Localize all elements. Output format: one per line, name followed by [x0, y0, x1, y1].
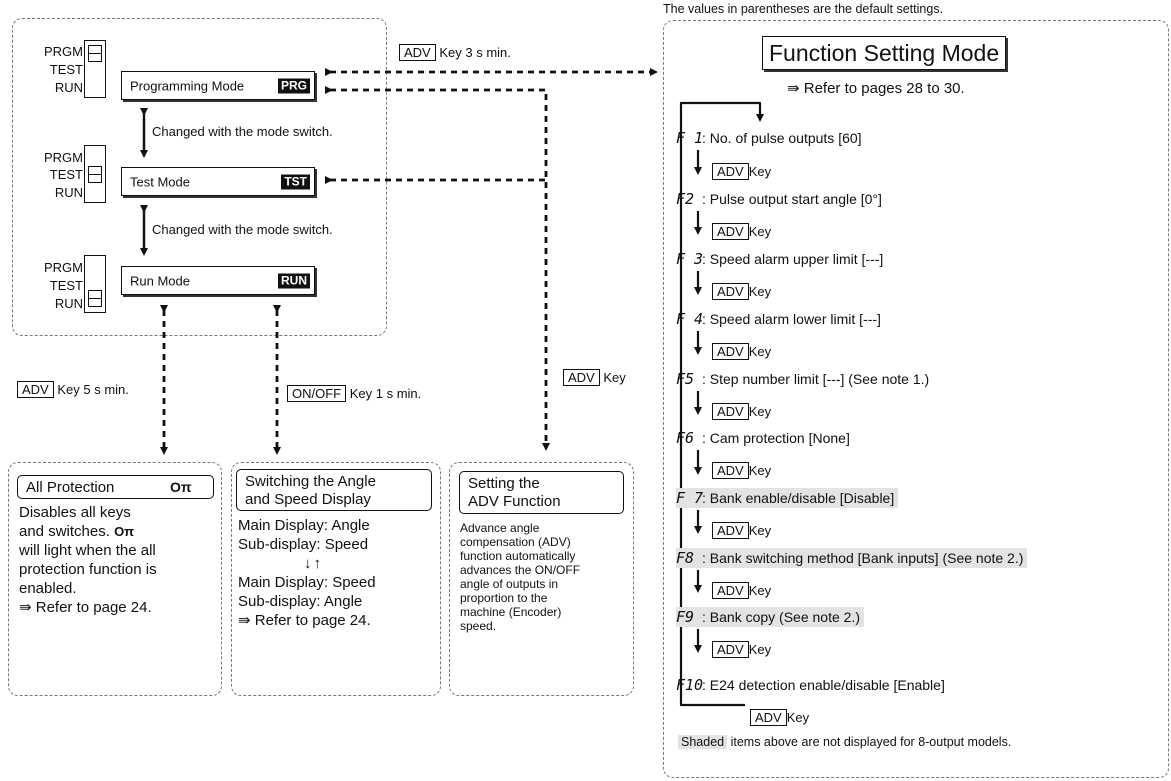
switch-label-test: TEST [49, 62, 83, 77]
switching-container [231, 462, 441, 696]
mode-name: Test Mode [130, 174, 190, 189]
switch-knob [88, 290, 102, 307]
key-lock-icon: Oπ [170, 479, 192, 495]
function-item-f3: F 3: Speed alarm upper limit [---] [676, 250, 884, 268]
shaded-note: Shaded items above are not displayed for… [678, 735, 1011, 749]
test-mode-box: Test Mode TST [121, 167, 315, 196]
adv-key: ADV [563, 369, 600, 386]
changed-label-2: Changed with the mode switch. [152, 222, 333, 237]
adv-5s-label: ADV Key 5 s min. [17, 381, 129, 398]
function-item-f4: F 4: Speed alarm lower limit [---] [676, 310, 881, 328]
adv-3s-label: ADV Key 3 s min. [399, 44, 511, 61]
function-item-f6: F6: Cam protection [None] [676, 429, 850, 447]
adv-function-container [449, 462, 634, 696]
adv-key: ADV [399, 44, 436, 61]
switch-label-prgm: PRGM [44, 150, 83, 165]
mode-tag: RUN [278, 273, 310, 288]
function-item-f9: F9: Bank copy (See note 2.) [676, 607, 864, 627]
function-mode-container [663, 20, 1169, 778]
shaded-word: Shaded [678, 735, 728, 749]
switch-label-run: RUN [54, 80, 83, 95]
page-reference: ⇛ Refer to page 24. [238, 612, 371, 629]
onoff-1s-label: ON/OFF Key 1 s min. [287, 385, 421, 402]
mode-name: Run Mode [130, 273, 190, 288]
switch-label-prgm: PRGM [44, 44, 83, 59]
switch-label-run: RUN [54, 296, 83, 311]
onoff-key: ON/OFF [287, 385, 347, 402]
switch-knob [88, 45, 102, 62]
all-protection-container [8, 462, 222, 696]
function-item-f1: F 1: No. of pulse outputs [60] [676, 129, 862, 147]
switch-label-prgm: PRGM [44, 260, 83, 275]
mode-tag: PRG [277, 78, 310, 93]
all-protection-text: Disables all keys and switches. Oπ will … [19, 503, 219, 617]
switch-body [84, 40, 106, 98]
key-lock-icon: Oπ [114, 524, 135, 539]
switch-knob [88, 166, 102, 183]
page-reference: ⇛ Refer to page 24. [19, 599, 152, 616]
function-item-f8: F8: Bank switching method [Bank inputs] … [676, 548, 1028, 568]
function-item-f2: F2: Pulse output start angle [0°] [676, 190, 882, 208]
function-mode-ref: ⇛ Refer to pages 28 to 30. [787, 80, 965, 97]
switch-label-test: TEST [49, 278, 83, 293]
adv-key: ADV [17, 381, 54, 398]
top-note: The values in parentheses are the defaul… [663, 2, 944, 16]
function-item-f7: F 7: Bank enable/disable [Disable] [676, 488, 899, 508]
mode-name: Programming Mode [130, 78, 245, 93]
run-mode-box: Run Mode RUN [121, 266, 315, 295]
function-item-f10: F10: E24 detection enable/disable [Enabl… [676, 676, 945, 694]
switch-label-run: RUN [54, 185, 83, 200]
swap-arrows: ↓↑ [304, 555, 323, 572]
mode-tag: TST [281, 174, 310, 189]
function-mode-title: Function Setting Mode [762, 36, 1007, 70]
switching-text: Main Display: Angle Sub-display: Speed ↓… [238, 516, 438, 630]
adv-function-title-box: Setting the ADV Function [459, 471, 624, 514]
changed-label-1: Changed with the mode switch. [152, 124, 333, 139]
all-protection-title-box: All Protection Oπ [17, 475, 214, 499]
switching-title-box: Switching the Angle and Speed Display [236, 469, 432, 511]
all-protection-title: All Protection [26, 479, 115, 496]
adv-key-label: ADV Key [563, 369, 626, 386]
function-item-f5: F5: Step number limit [---] (See note 1.… [676, 370, 930, 388]
adv-function-text: Advance angle compensation (ADV) functio… [460, 521, 581, 633]
switch-body [84, 255, 106, 313]
switch-body [84, 145, 106, 203]
programming-mode-box: Programming Mode PRG [121, 71, 315, 100]
switch-label-test: TEST [49, 167, 83, 182]
